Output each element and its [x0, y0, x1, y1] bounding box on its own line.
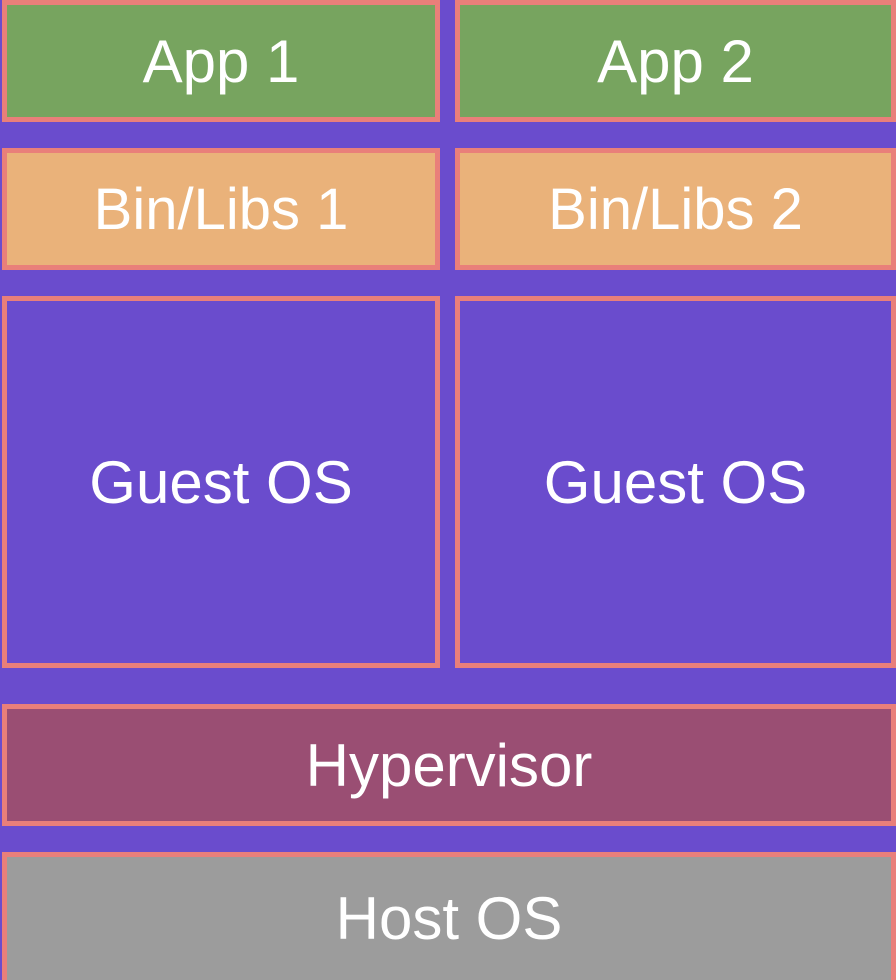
- host-os-label: Host OS: [335, 885, 563, 952]
- guest-os-1-block: Guest OS: [2, 296, 440, 668]
- app-2-label: App 2: [597, 27, 754, 95]
- bin-libs-1-block: Bin/Libs 1: [2, 148, 440, 270]
- app-1-label: App 1: [142, 27, 300, 95]
- guest-os-2-label: Guest OS: [543, 448, 808, 516]
- app-1-block: App 1: [2, 0, 440, 122]
- guest-os-2-block: Guest OS: [455, 296, 896, 668]
- guest-os-1-label: Guest OS: [89, 448, 353, 516]
- bin-libs-2-label: Bin/Libs 2: [548, 176, 803, 242]
- app-2-block: App 2: [455, 0, 896, 122]
- host-os-block: Host OS: [2, 852, 896, 980]
- hypervisor-block: Hypervisor: [2, 704, 896, 826]
- hypervisor-label: Hypervisor: [305, 731, 593, 799]
- bin-libs-1-label: Bin/Libs 1: [93, 176, 349, 242]
- bin-libs-2-block: Bin/Libs 2: [455, 148, 896, 270]
